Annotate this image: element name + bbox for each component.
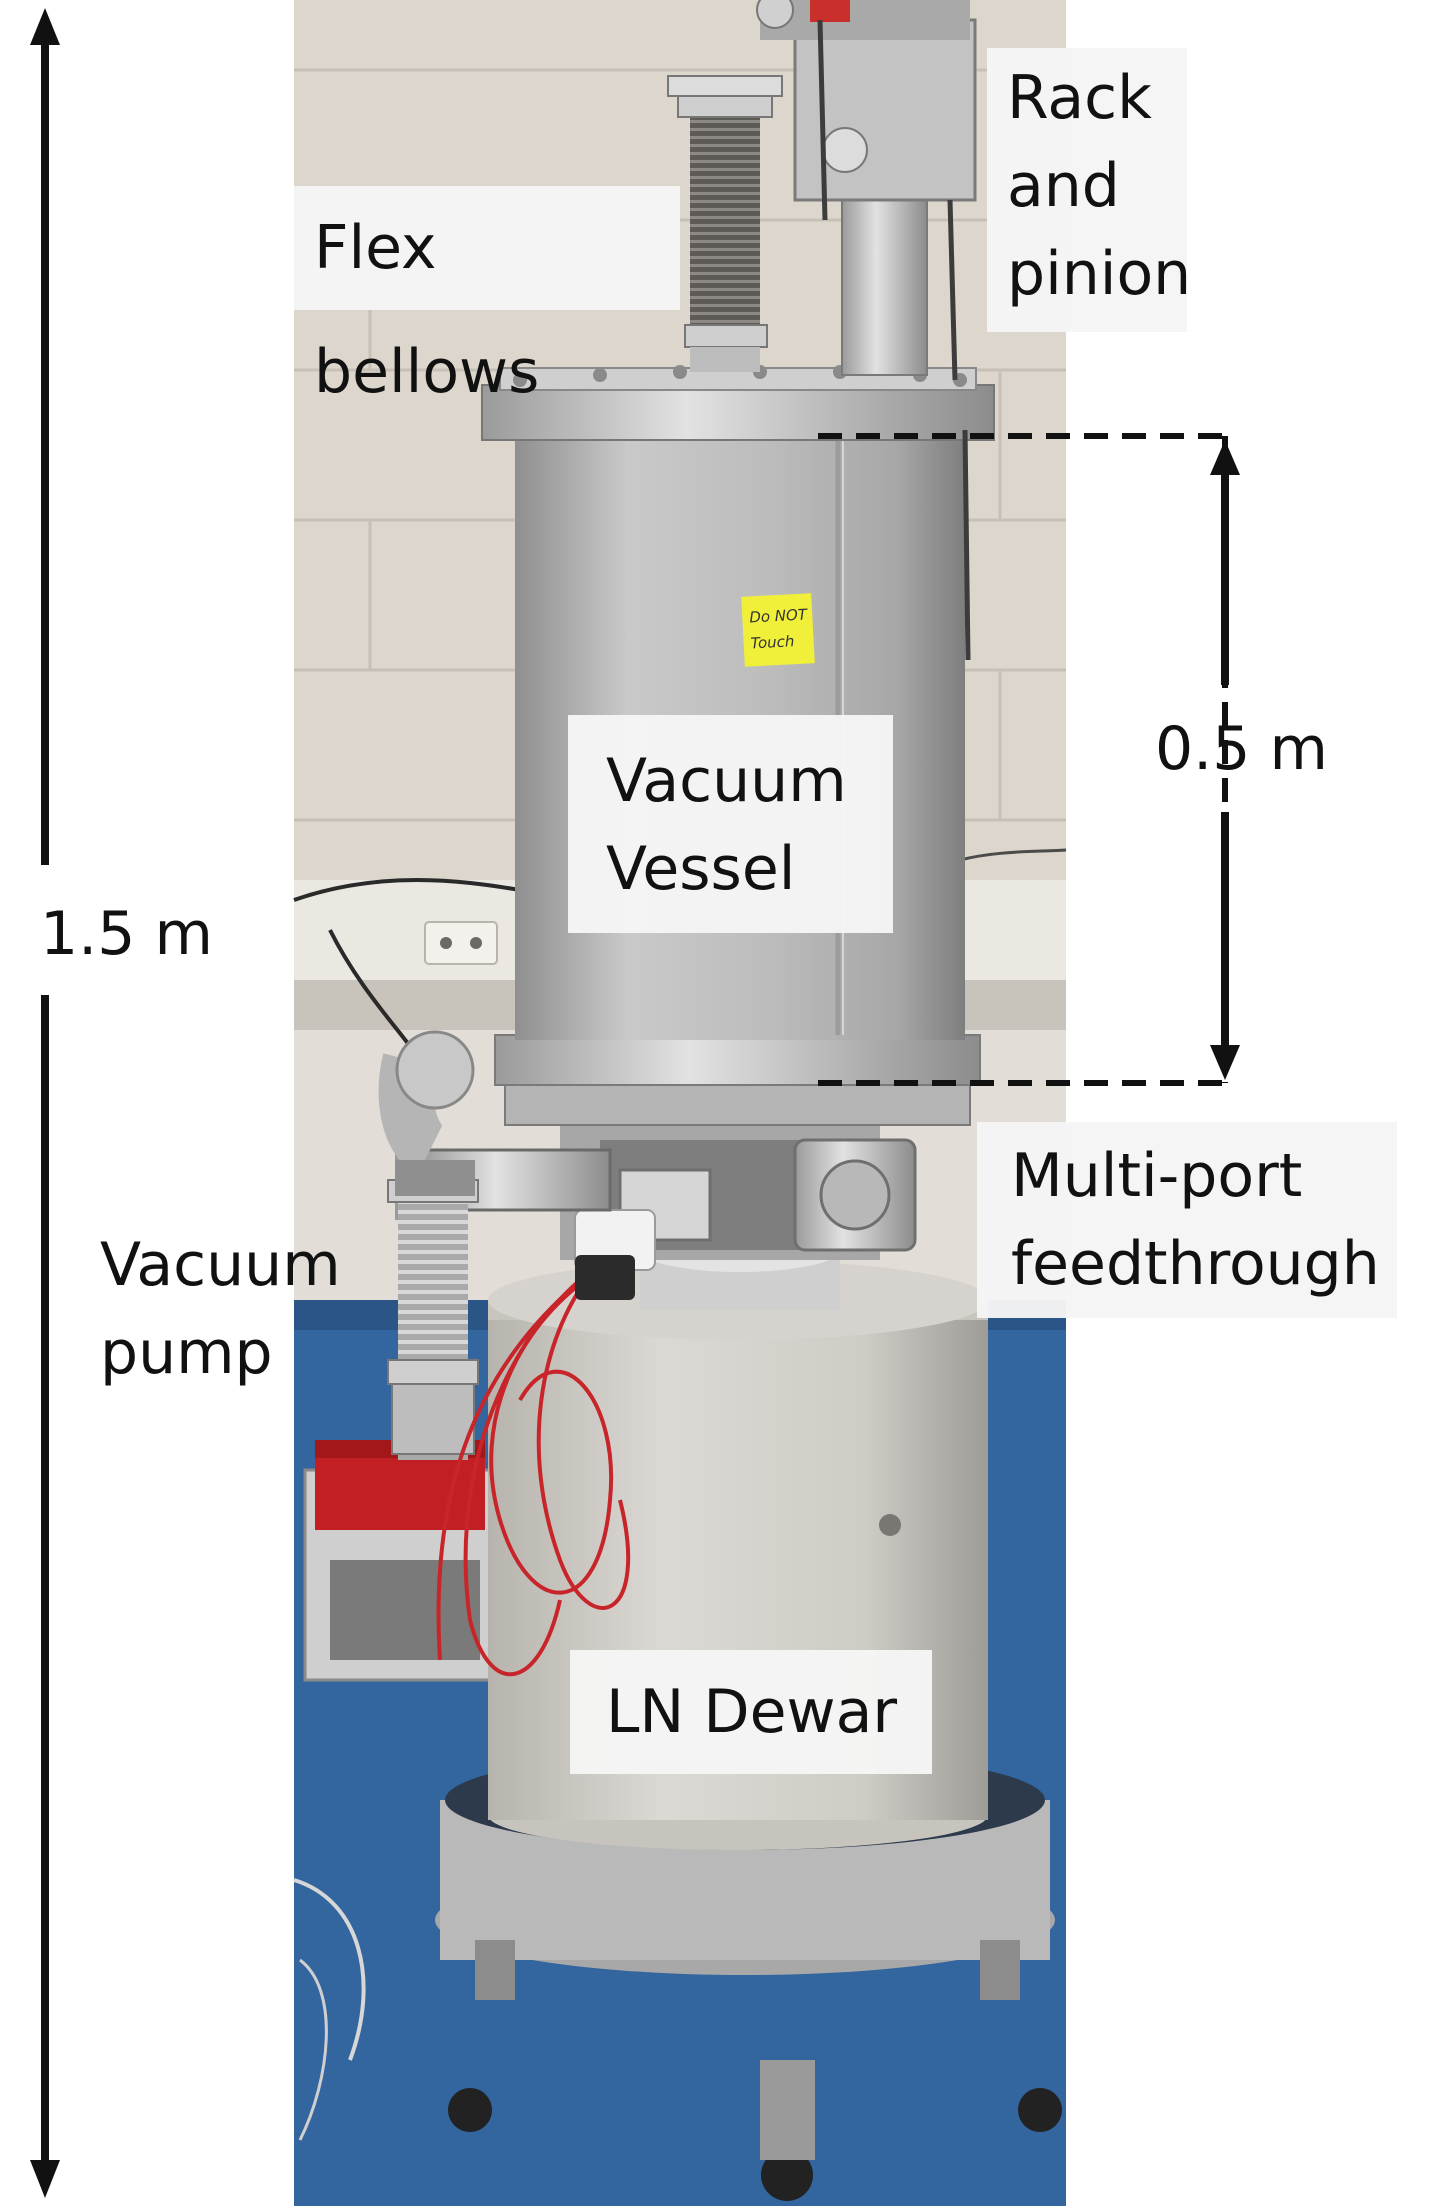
rack-and-pinion xyxy=(756,0,977,661)
vacuum-pump-hose xyxy=(378,1030,479,1460)
sticky-note-line1: Do NOT xyxy=(749,605,809,626)
vessel-height-arrow xyxy=(1210,440,1240,1080)
total-height-arrow xyxy=(30,8,60,2198)
label-ln-dewar: LN Dewar xyxy=(570,1650,932,1774)
multi-port-cross xyxy=(395,1120,917,1271)
thermocouple-wires xyxy=(436,1268,631,1677)
label-multi-port-feedthrough: Multi-port feedthrough xyxy=(977,1122,1397,1318)
label-vacuum-vessel: Vacuum Vessel xyxy=(568,715,893,933)
wall-outlet xyxy=(424,921,498,965)
pump-red-housing xyxy=(315,1450,485,1530)
label-vacuum-pump: Vacuum pump xyxy=(100,1230,341,1388)
label-total-height: 1.5 m xyxy=(40,899,213,969)
sticky-note: Do NOT Touch xyxy=(741,593,815,667)
label-rack-and-pinion: Rack and pinion xyxy=(987,48,1191,332)
photo-region: Do NOT Touch xyxy=(293,0,1067,2206)
label-vessel-height: 0.5 m xyxy=(1155,714,1328,784)
flex-bellows xyxy=(667,75,783,372)
sticky-note-line2: Touch xyxy=(750,632,795,652)
label-flex-bellows: Flex bellows xyxy=(294,186,680,407)
